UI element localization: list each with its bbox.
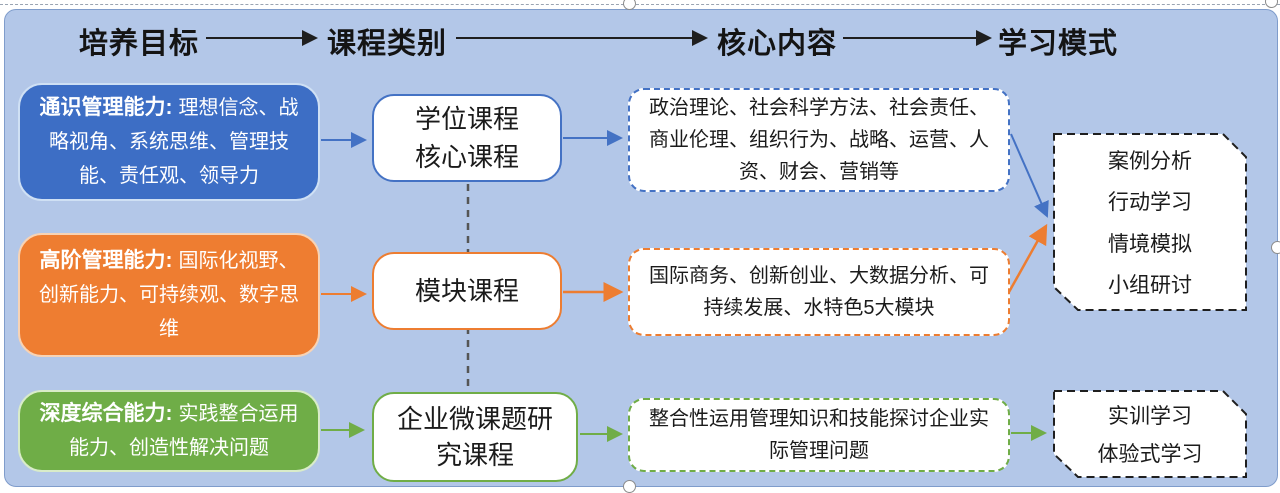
content-box-degree-core[interactable]: 政治理论、社会科学方法、社会责任、商业伦理、组织行为、战略、运营、人资、财会、营… — [628, 88, 1010, 192]
content-box-modules[interactable]: 国际商务、创新创业、大数据分析、可持续发展、水特色5大模块 — [628, 248, 1010, 336]
selection-handle-bottom[interactable] — [623, 480, 636, 493]
objective-detail: 实践整合运用能力、创造性解决问题 — [69, 403, 299, 459]
header-core-content: 核心内容 — [716, 28, 838, 60]
mode-item: 小组研讨 — [1108, 274, 1192, 298]
objective-box-advanced-management[interactable]: 高阶管理能力:国际化视野、创新能力、可持续观、数字思维 — [18, 233, 320, 357]
objective-title: 通识管理能力: — [39, 96, 173, 119]
objective-detail: 理想信念、战略视角、系统思维、管理技能、责任观、领导力 — [49, 97, 299, 187]
objective-box-general-management[interactable]: 通识管理能力:理想信念、战略视角、系统思维、管理技能、责任观、领导力 — [18, 83, 320, 201]
mode-box-practice[interactable]: 实训学习 体验式学习 — [1053, 390, 1247, 478]
mode-item: 行动学习 — [1108, 191, 1192, 215]
category-box-enterprise-micro-research[interactable]: 企业微课题研究课程 — [372, 392, 578, 482]
mode-item: 体验式学习 — [1097, 443, 1203, 466]
snipped-corner-shape — [1053, 133, 1247, 311]
category-line: 模块课程 — [414, 276, 519, 306]
objective-text: 深度综合能力:实践整合运用能力、创造性解决问题 — [30, 397, 308, 465]
content-text: 政治理论、社会科学方法、社会责任、商业伦理、组织行为、战略、运营、人资、财会、营… — [649, 97, 989, 183]
category-line: 学位课程 — [414, 104, 519, 134]
mode-item: 实训学习 — [1108, 405, 1192, 428]
objective-box-deep-integration[interactable]: 深度综合能力:实践整合运用能力、创造性解决问题 — [18, 390, 320, 472]
mode-item: 情境模拟 — [1108, 232, 1192, 256]
content-box-enterprise-research[interactable]: 整合性运用管理知识和技能探讨企业实际管理问题 — [628, 398, 1010, 472]
category-line: 核心课程 — [414, 142, 519, 172]
objective-text: 高阶管理能力:国际化视野、创新能力、可持续观、数字思维 — [30, 244, 308, 346]
objective-title: 深度综合能力: — [39, 402, 173, 425]
category-box-degree-core-courses[interactable]: 学位课程 核心课程 — [372, 94, 562, 182]
selection-border-top — [0, 0, 1280, 9]
selection-handle-right[interactable] — [1271, 241, 1280, 254]
mode-box-classroom[interactable]: 案例分析 行动学习 情境模拟 小组研讨 — [1053, 133, 1247, 311]
category-box-module-courses[interactable]: 模块课程 — [372, 252, 562, 330]
mode-item: 案例分析 — [1108, 149, 1192, 173]
content-text: 整合性运用管理知识和技能探讨企业实际管理问题 — [649, 408, 989, 462]
selection-handle-top-right[interactable] — [1265, 0, 1278, 8]
objective-title: 高阶管理能力: — [39, 249, 173, 272]
objective-detail: 国际化视野、创新能力、可持续观、数字思维 — [39, 250, 299, 340]
content-text: 国际商务、创新创业、大数据分析、可持续发展、水特色5大模块 — [649, 265, 989, 319]
header-course-categories: 课程类别 — [326, 28, 448, 60]
selection-dashed-line — [0, 4, 1280, 5]
header-training-objectives: 培养目标 — [78, 28, 200, 60]
snipped-corner-shape — [1053, 390, 1247, 478]
selection-handle-top[interactable] — [623, 0, 636, 10]
category-line: 企业微课题研究课程 — [396, 404, 553, 470]
objective-text: 通识管理能力:理想信念、战略视角、系统思维、管理技能、责任观、领导力 — [30, 91, 308, 193]
header-learning-modes: 学习模式 — [997, 28, 1119, 60]
